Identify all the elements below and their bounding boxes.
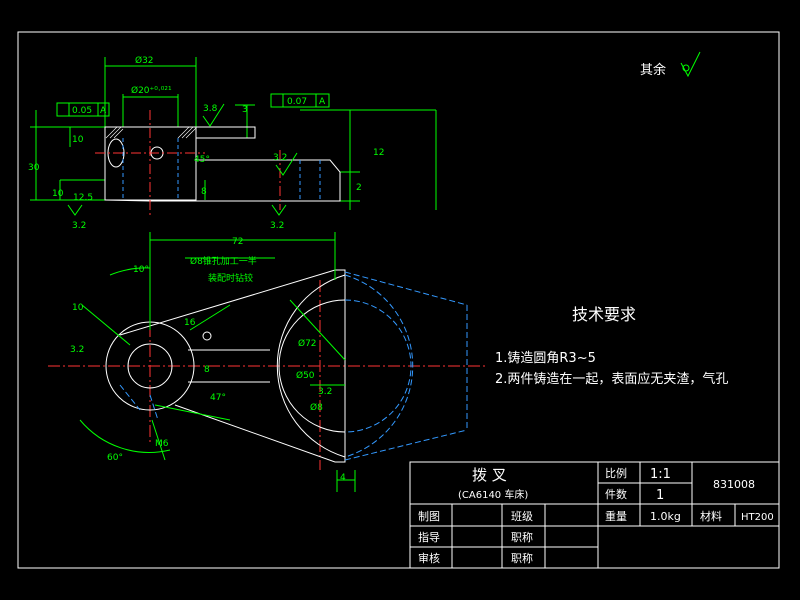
tech-req-item-2: 2.两件铸造在一起，表面应无夹渣，气孔 [495,371,728,387]
dim-v10a: 10 [72,135,84,145]
tol-left-value: 0.05 [72,106,92,116]
part-name: 拨 叉 [472,466,507,484]
material-label: 材料 [700,509,722,523]
title-label-2: 职称 [511,551,533,565]
dim-r12-5: 12.5 [73,193,93,203]
qty-value: 1 [656,488,664,503]
dim-d50: Ø50 [296,370,315,381]
title-block [409,461,780,569]
dim-v4: 4 [340,473,346,483]
drawing-number: 831008 [713,478,755,491]
dim-r3-2-b: 3.2 [273,153,287,163]
dim-len72: 72 [232,237,243,247]
dim-ang10: 10° [133,265,149,275]
drawing-border [17,31,780,569]
dim-d20: Ø20⁺⁰·⁰²¹ [131,85,172,96]
dim-v10b: 10 [52,189,64,199]
scale-label: 比例 [605,466,627,480]
dim-m6: M6 [155,439,169,449]
dim-r3-2-c: 3.2 [270,221,284,231]
dim-d72: Ø72 [298,338,317,349]
material-value: HT200 [741,512,774,523]
dim-d8: Ø8 [310,402,323,413]
dim-v8a: 8 [201,187,207,197]
note-assembly: 装配时钻铰 [208,272,253,284]
tech-req-title: 技术要求 [572,305,636,324]
qty-label: 件数 [605,488,627,501]
guide-label: 指导 [418,530,440,544]
dim-ang47: 47° [210,393,226,403]
dim-r3-2-d: 3.2 [318,387,332,397]
scale-value: 1:1 [650,467,671,482]
dim-d32: Ø32 [135,55,154,66]
front-view: 72 Ø8锥孔加工一半 装配时钻铰 10° 10 16 Ø72 Ø50 8 3.… [48,232,485,492]
tol-right-value: 0.07 [287,97,307,107]
dim-n10: 10 [72,303,84,313]
note-taper-hole: Ø8锥孔加工一半 [190,255,257,267]
title-label-1: 职称 [511,530,533,544]
dim-v30: 30 [28,163,40,173]
dim-r3-2-a: 3.2 [72,221,86,231]
machine-name: (CA6140 车床) [458,488,528,501]
weight-value: 1.0kg [650,510,681,523]
dim-v3: 3 [242,105,248,115]
weight-label: 重量 [605,509,627,523]
dim-n16: 16 [184,318,196,328]
dim-ang45: 45° [194,155,210,165]
dim-v8b: 8 [204,365,210,375]
dim-r3-2-e: 3.2 [70,345,84,355]
review-label: 审核 [418,551,440,565]
surface-note-label: 其余 [640,62,666,78]
dim-v2: 2 [356,183,362,193]
tol-right-ref: A [319,97,326,107]
class-label: 班级 [511,510,533,523]
tol-left-ref: A [100,106,107,116]
dim-v12: 12 [373,148,384,158]
top-view: 0.05 A 0.07 A [28,55,437,231]
dim-ang60: 60° [107,453,123,463]
roughness-symbol-icon [680,51,701,78]
tech-req-item-1: 1.铸造圆角R3~5 [495,350,596,366]
drawn-label: 制图 [418,510,440,523]
dim-r3-8: 3.8 [203,104,218,114]
